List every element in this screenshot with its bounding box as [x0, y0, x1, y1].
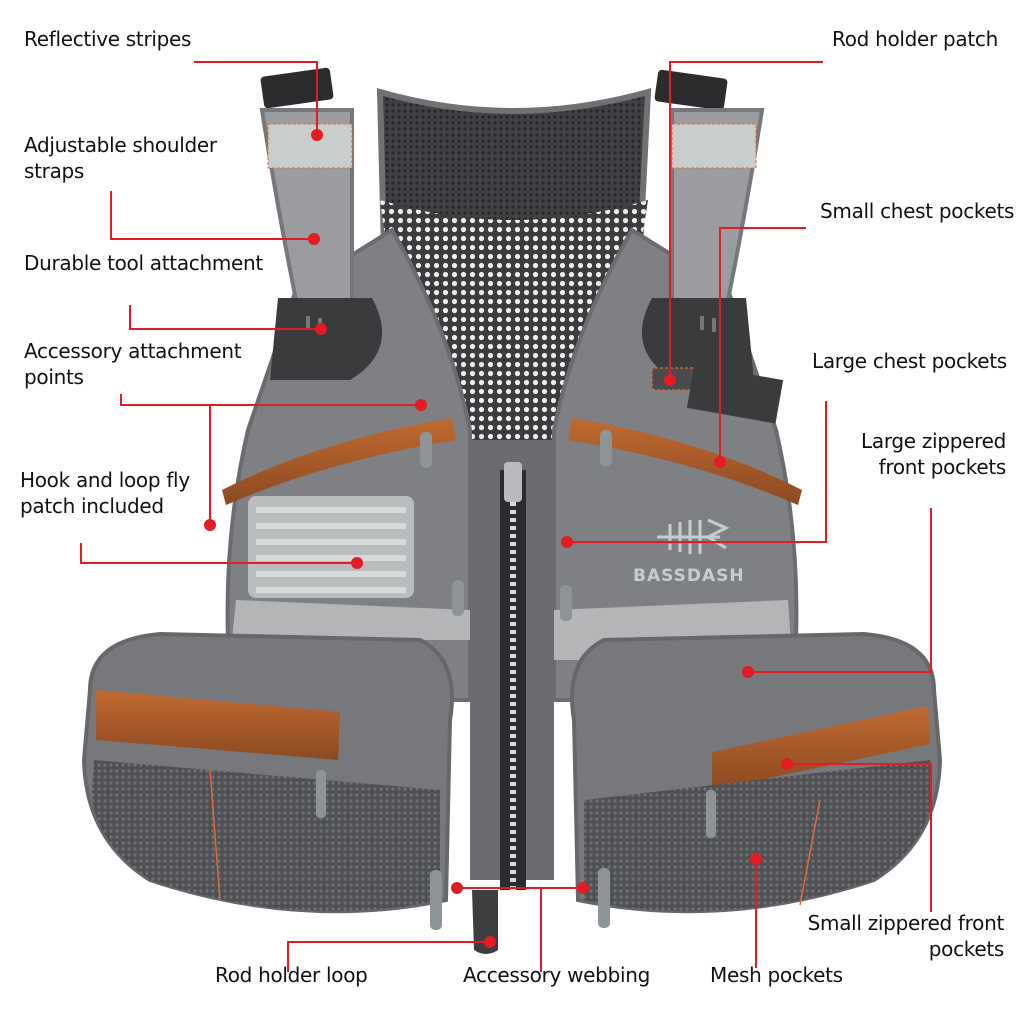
leader-small-zippered-front-pockets — [781, 758, 932, 912]
leader-accessory-attachment-points-2 — [204, 405, 216, 531]
callout-dot-icon — [204, 519, 216, 531]
callout-label-large-chest-pockets: Large chest pockets — [812, 348, 1007, 374]
leader-reflective-stripes — [194, 61, 323, 141]
callout-dot-icon — [351, 557, 363, 569]
callout-label-line: patch included — [20, 494, 164, 518]
callout-label-reflective-stripes: Reflective stripes — [24, 26, 191, 52]
callout-label-line: Small chest pockets — [820, 199, 1015, 223]
leader-small-chest-pockets — [714, 227, 806, 468]
brand-logo-text: BASSDASH — [633, 566, 745, 586]
callout-label-line: Accessory attachment — [24, 339, 242, 363]
callout-label-line: Rod holder patch — [832, 27, 999, 51]
leader-accessory-webbing-bar — [451, 882, 589, 894]
leader-hook-and-loop-fly-patch — [80, 543, 363, 569]
callout-label-rod-holder-patch: Rod holder patch — [832, 26, 998, 52]
callout-dot-icon — [484, 936, 496, 948]
callout-label-durable-tool-attachment: Durable tool attachment — [24, 250, 263, 276]
leader-rod-holder-patch — [664, 61, 823, 386]
callout-label-mesh-pockets: Mesh pockets — [710, 962, 843, 988]
leader-mesh-pockets — [750, 853, 762, 968]
callout-label-line: Rod holder loop — [215, 963, 368, 987]
callout-dot-icon — [561, 536, 573, 548]
callout-label-line: straps — [24, 159, 85, 183]
leader-large-zippered-front-pockets — [742, 508, 932, 678]
callout-label-line: Durable tool attachment — [24, 251, 263, 275]
callout-label-line: points — [24, 365, 84, 389]
callout-dot-icon — [577, 882, 589, 894]
leader-large-chest-pockets — [561, 401, 827, 548]
callout-dot-icon — [451, 882, 463, 894]
callout-label-line: front pockets — [878, 455, 1007, 479]
callout-label-accessory-webbing: Accessory webbing — [463, 962, 650, 988]
shoulder-buckle-left — [260, 67, 334, 109]
callout-dot-icon — [311, 129, 323, 141]
leader-durable-tool-attachment — [129, 305, 327, 335]
callout-dot-icon — [315, 323, 327, 335]
callout-label-line: Large chest pockets — [812, 349, 1007, 373]
callout-label-line: Small zippered front — [807, 911, 1005, 935]
callout-label-line: Accessory webbing — [463, 963, 650, 987]
callout-label-line: Mesh pockets — [710, 963, 843, 987]
callout-label-rod-holder-loop: Rod holder loop — [215, 962, 368, 988]
callout-label-line: Reflective stripes — [24, 27, 192, 51]
callout-label-line: Large zippered — [861, 429, 1006, 453]
leader-accessory-attachment-points — [120, 394, 427, 411]
leader-adjustable-shoulder-straps — [110, 191, 320, 245]
callout-label-line: Adjustable shoulder — [24, 133, 217, 157]
callout-dot-icon — [664, 374, 676, 386]
callout-label-small-chest-pockets: Small chest pockets — [820, 198, 1014, 224]
callout-dot-icon — [714, 456, 726, 468]
callout-dot-icon — [415, 399, 427, 411]
leader-rod-holder-loop — [287, 936, 496, 972]
fly-patch — [248, 496, 414, 598]
callout-dot-icon — [781, 758, 793, 770]
callout-dot-icon — [308, 233, 320, 245]
shoulder-buckle-right — [654, 69, 728, 111]
callout-label-line: pockets — [928, 937, 1005, 961]
callout-dot-icon — [742, 666, 754, 678]
callout-label-line: Hook and loop fly — [20, 468, 190, 492]
callout-dot-icon — [750, 853, 762, 865]
